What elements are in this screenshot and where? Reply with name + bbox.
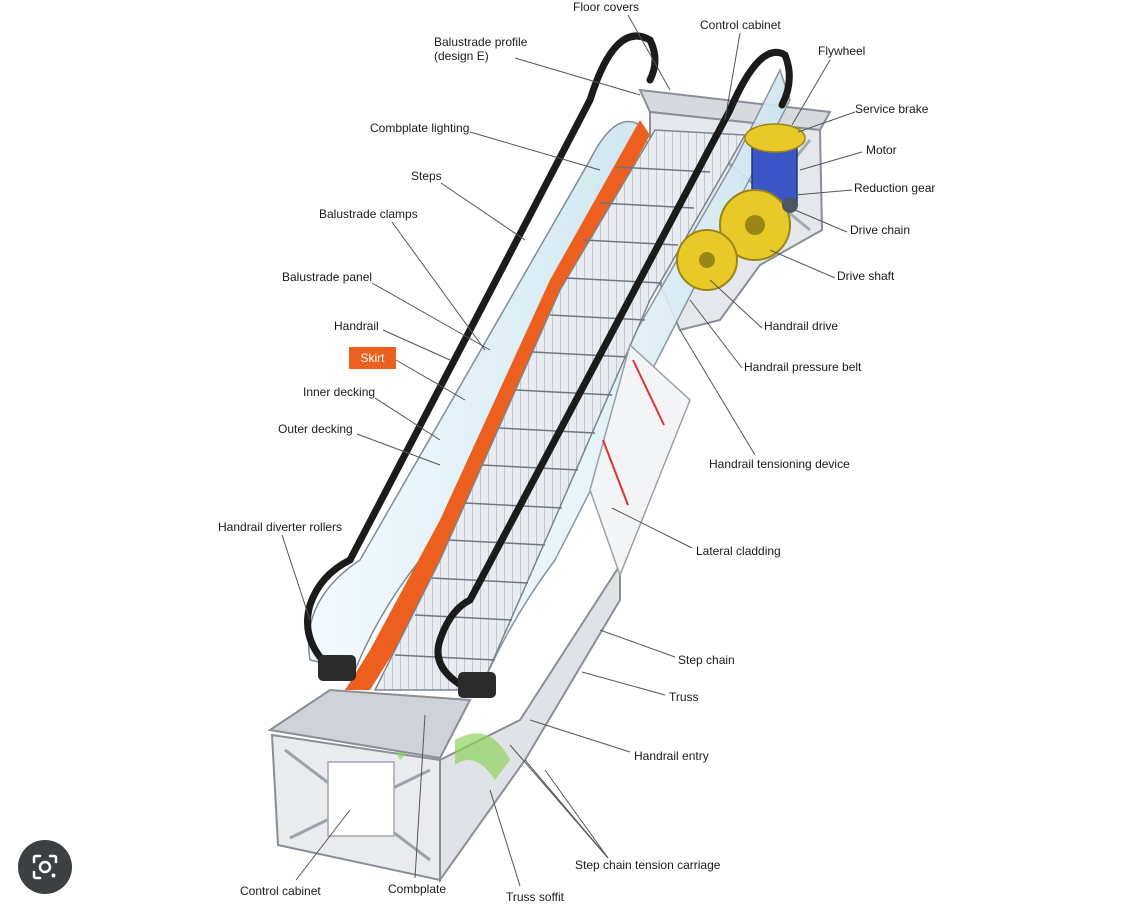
label-balustrade-panel: Balustrade panel <box>282 270 373 284</box>
label-handrail-diverter-rollers: Handrail diverter rollers <box>218 520 343 534</box>
label-truss: Truss <box>669 690 699 704</box>
lens-search-button[interactable] <box>18 840 72 894</box>
leader-lines <box>281 14 863 887</box>
handrail-right <box>434 48 793 694</box>
label-combplate-lighting: Combplate lighting <box>370 121 470 135</box>
label-drive-chain: Drive chain <box>850 223 911 237</box>
label-control-cabinet-bottom: Control cabinet <box>240 884 321 898</box>
drive-machinery <box>676 123 806 291</box>
label-handrail-pressure-belt: Handrail pressure belt <box>744 360 862 374</box>
label-outer-decking: Outer decking <box>278 422 353 436</box>
label-balustrade-clamps: Balustrade clamps <box>319 207 418 221</box>
label-floor-covers: Floor covers <box>573 0 640 14</box>
label-inner-decking: Inner decking <box>303 385 376 399</box>
skirt-panel <box>345 120 650 690</box>
label-combplate: Combplate <box>388 882 447 896</box>
lateral-cladding <box>589 343 691 578</box>
label-handrail-entry: Handrail entry <box>634 749 709 763</box>
label-balustrade-profile: Balustrade profile (design E) <box>434 35 528 63</box>
flywheel-disc <box>744 123 806 153</box>
newel-right <box>458 672 496 698</box>
lower-landing <box>267 688 472 760</box>
label-control-cabinet-top: Control cabinet <box>700 18 781 32</box>
lens-search-icon <box>32 854 58 880</box>
label-reduction-gear: Reduction gear <box>854 181 936 195</box>
handrail-left <box>304 32 659 672</box>
label-truss-soffit: Truss soffit <box>506 890 565 904</box>
label-skirt: Skirt <box>349 347 396 369</box>
label-service-brake: Service brake <box>855 102 929 116</box>
label-step-chain-tension-carriage: Step chain tension carriage <box>575 858 721 872</box>
control-cabinet-box <box>327 761 395 837</box>
label-flywheel: Flywheel <box>818 44 866 58</box>
label-handrail: Handrail <box>334 319 379 333</box>
label-handrail-drive: Handrail drive <box>764 319 839 333</box>
label-lateral-cladding: Lateral cladding <box>696 544 781 558</box>
step-edges <box>394 166 711 661</box>
label-steps: Steps <box>411 169 442 183</box>
label-drive-shaft: Drive shaft <box>837 269 895 283</box>
newel-left <box>318 655 356 681</box>
label-handrail-tensioning-device: Handrail tensioning device <box>709 457 850 471</box>
label-step-chain: Step chain <box>678 653 735 667</box>
label-motor: Motor <box>866 143 897 157</box>
